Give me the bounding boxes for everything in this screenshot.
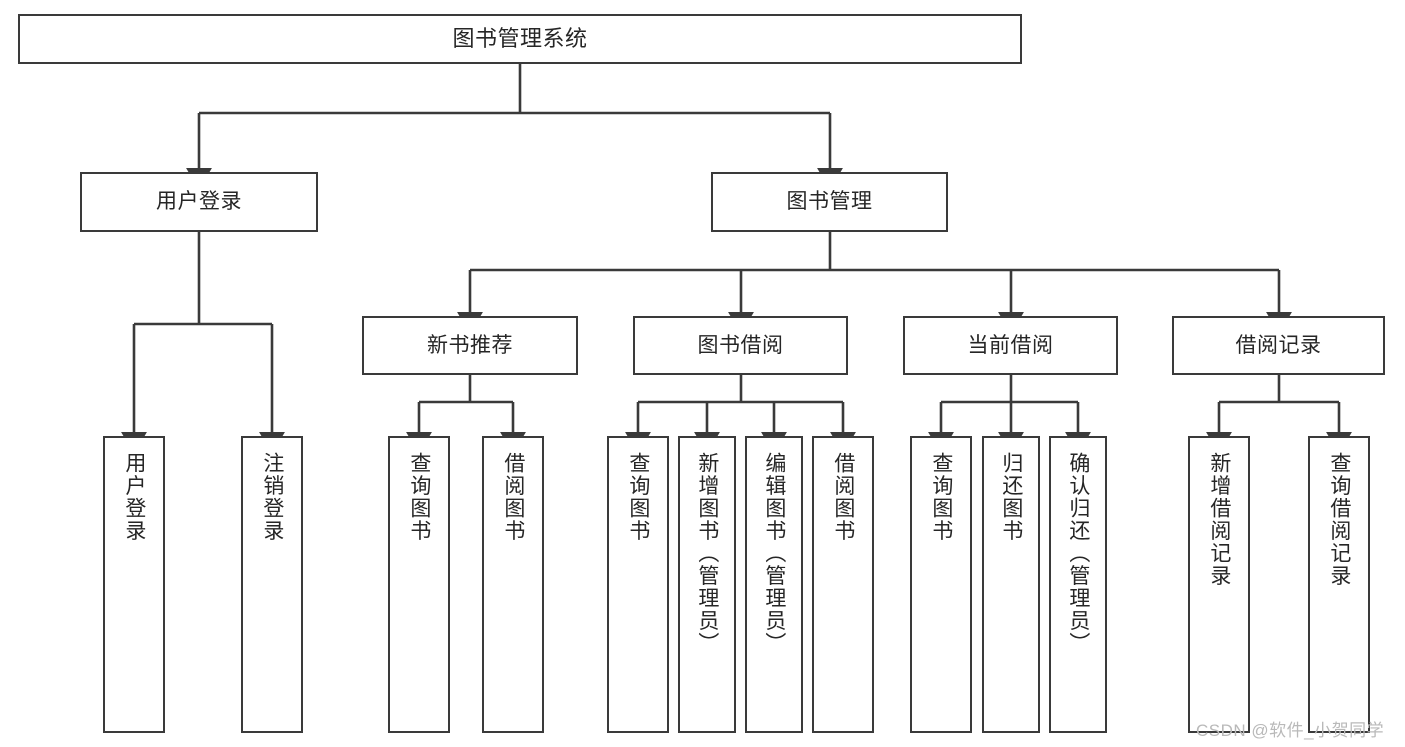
node-label-user-login: 用户登录	[156, 190, 242, 214]
node-label-leaf-logout: 注销登录	[260, 452, 284, 542]
node-label-leaf-query-book-1: 查询图书	[407, 452, 431, 542]
node-label-leaf-borrow-book-1: 借阅图书	[501, 452, 525, 542]
node-book-borrow[interactable]: 图书借阅	[633, 316, 848, 375]
node-label-leaf-confirm-return: 确认归还（管理员）	[1066, 452, 1090, 655]
node-leaf-add-book[interactable]: 新增图书（管理员）	[678, 436, 736, 733]
node-label-leaf-borrow-book-2: 借阅图书	[831, 452, 855, 542]
node-leaf-confirm-return[interactable]: 确认归还（管理员）	[1049, 436, 1107, 733]
node-leaf-borrow-book-1[interactable]: 借阅图书	[482, 436, 544, 733]
node-leaf-query-borrow-record[interactable]: 查询借阅记录	[1308, 436, 1370, 733]
node-borrow-record[interactable]: 借阅记录	[1172, 316, 1385, 375]
node-leaf-edit-book[interactable]: 编辑图书（管理员）	[745, 436, 803, 733]
node-root[interactable]: 图书管理系统	[18, 14, 1022, 64]
node-current-borrow[interactable]: 当前借阅	[903, 316, 1118, 375]
node-label-book-borrow: 图书借阅	[697, 333, 784, 357]
node-label-leaf-query-borrow-record: 查询借阅记录	[1327, 452, 1351, 587]
node-leaf-query-book-1[interactable]: 查询图书	[388, 436, 450, 733]
watermark-text: CSDN @软件_小贺同学	[1196, 721, 1385, 740]
node-label-leaf-edit-book: 编辑图书（管理员）	[762, 452, 786, 655]
node-label-leaf-add-book: 新增图书（管理员）	[695, 452, 719, 655]
node-label-root: 图书管理系统	[452, 25, 588, 51]
node-label-current-borrow: 当前借阅	[967, 333, 1054, 357]
node-label-leaf-query-book-3: 查询图书	[929, 452, 953, 542]
node-leaf-query-book-3[interactable]: 查询图书	[910, 436, 972, 733]
node-label-leaf-user-login: 用户登录	[122, 452, 146, 542]
node-label-leaf-query-book-2: 查询图书	[626, 452, 650, 542]
node-label-borrow-record: 借阅记录	[1235, 333, 1322, 357]
node-leaf-borrow-book-2[interactable]: 借阅图书	[812, 436, 874, 733]
node-leaf-add-borrow-record[interactable]: 新增借阅记录	[1188, 436, 1250, 733]
node-label-leaf-add-borrow-record: 新增借阅记录	[1207, 452, 1231, 587]
node-user-login[interactable]: 用户登录	[80, 172, 318, 232]
node-leaf-user-login[interactable]: 用户登录	[103, 436, 165, 733]
node-leaf-query-book-2[interactable]: 查询图书	[607, 436, 669, 733]
node-leaf-logout[interactable]: 注销登录	[241, 436, 303, 733]
node-new-book-recommend[interactable]: 新书推荐	[362, 316, 578, 375]
node-leaf-return-book[interactable]: 归还图书	[982, 436, 1040, 733]
node-label-new-book-recommend: 新书推荐	[427, 333, 513, 357]
node-label-book-manage: 图书管理	[786, 190, 873, 214]
node-book-manage[interactable]: 图书管理	[711, 172, 948, 232]
node-label-leaf-return-book: 归还图书	[999, 452, 1023, 542]
